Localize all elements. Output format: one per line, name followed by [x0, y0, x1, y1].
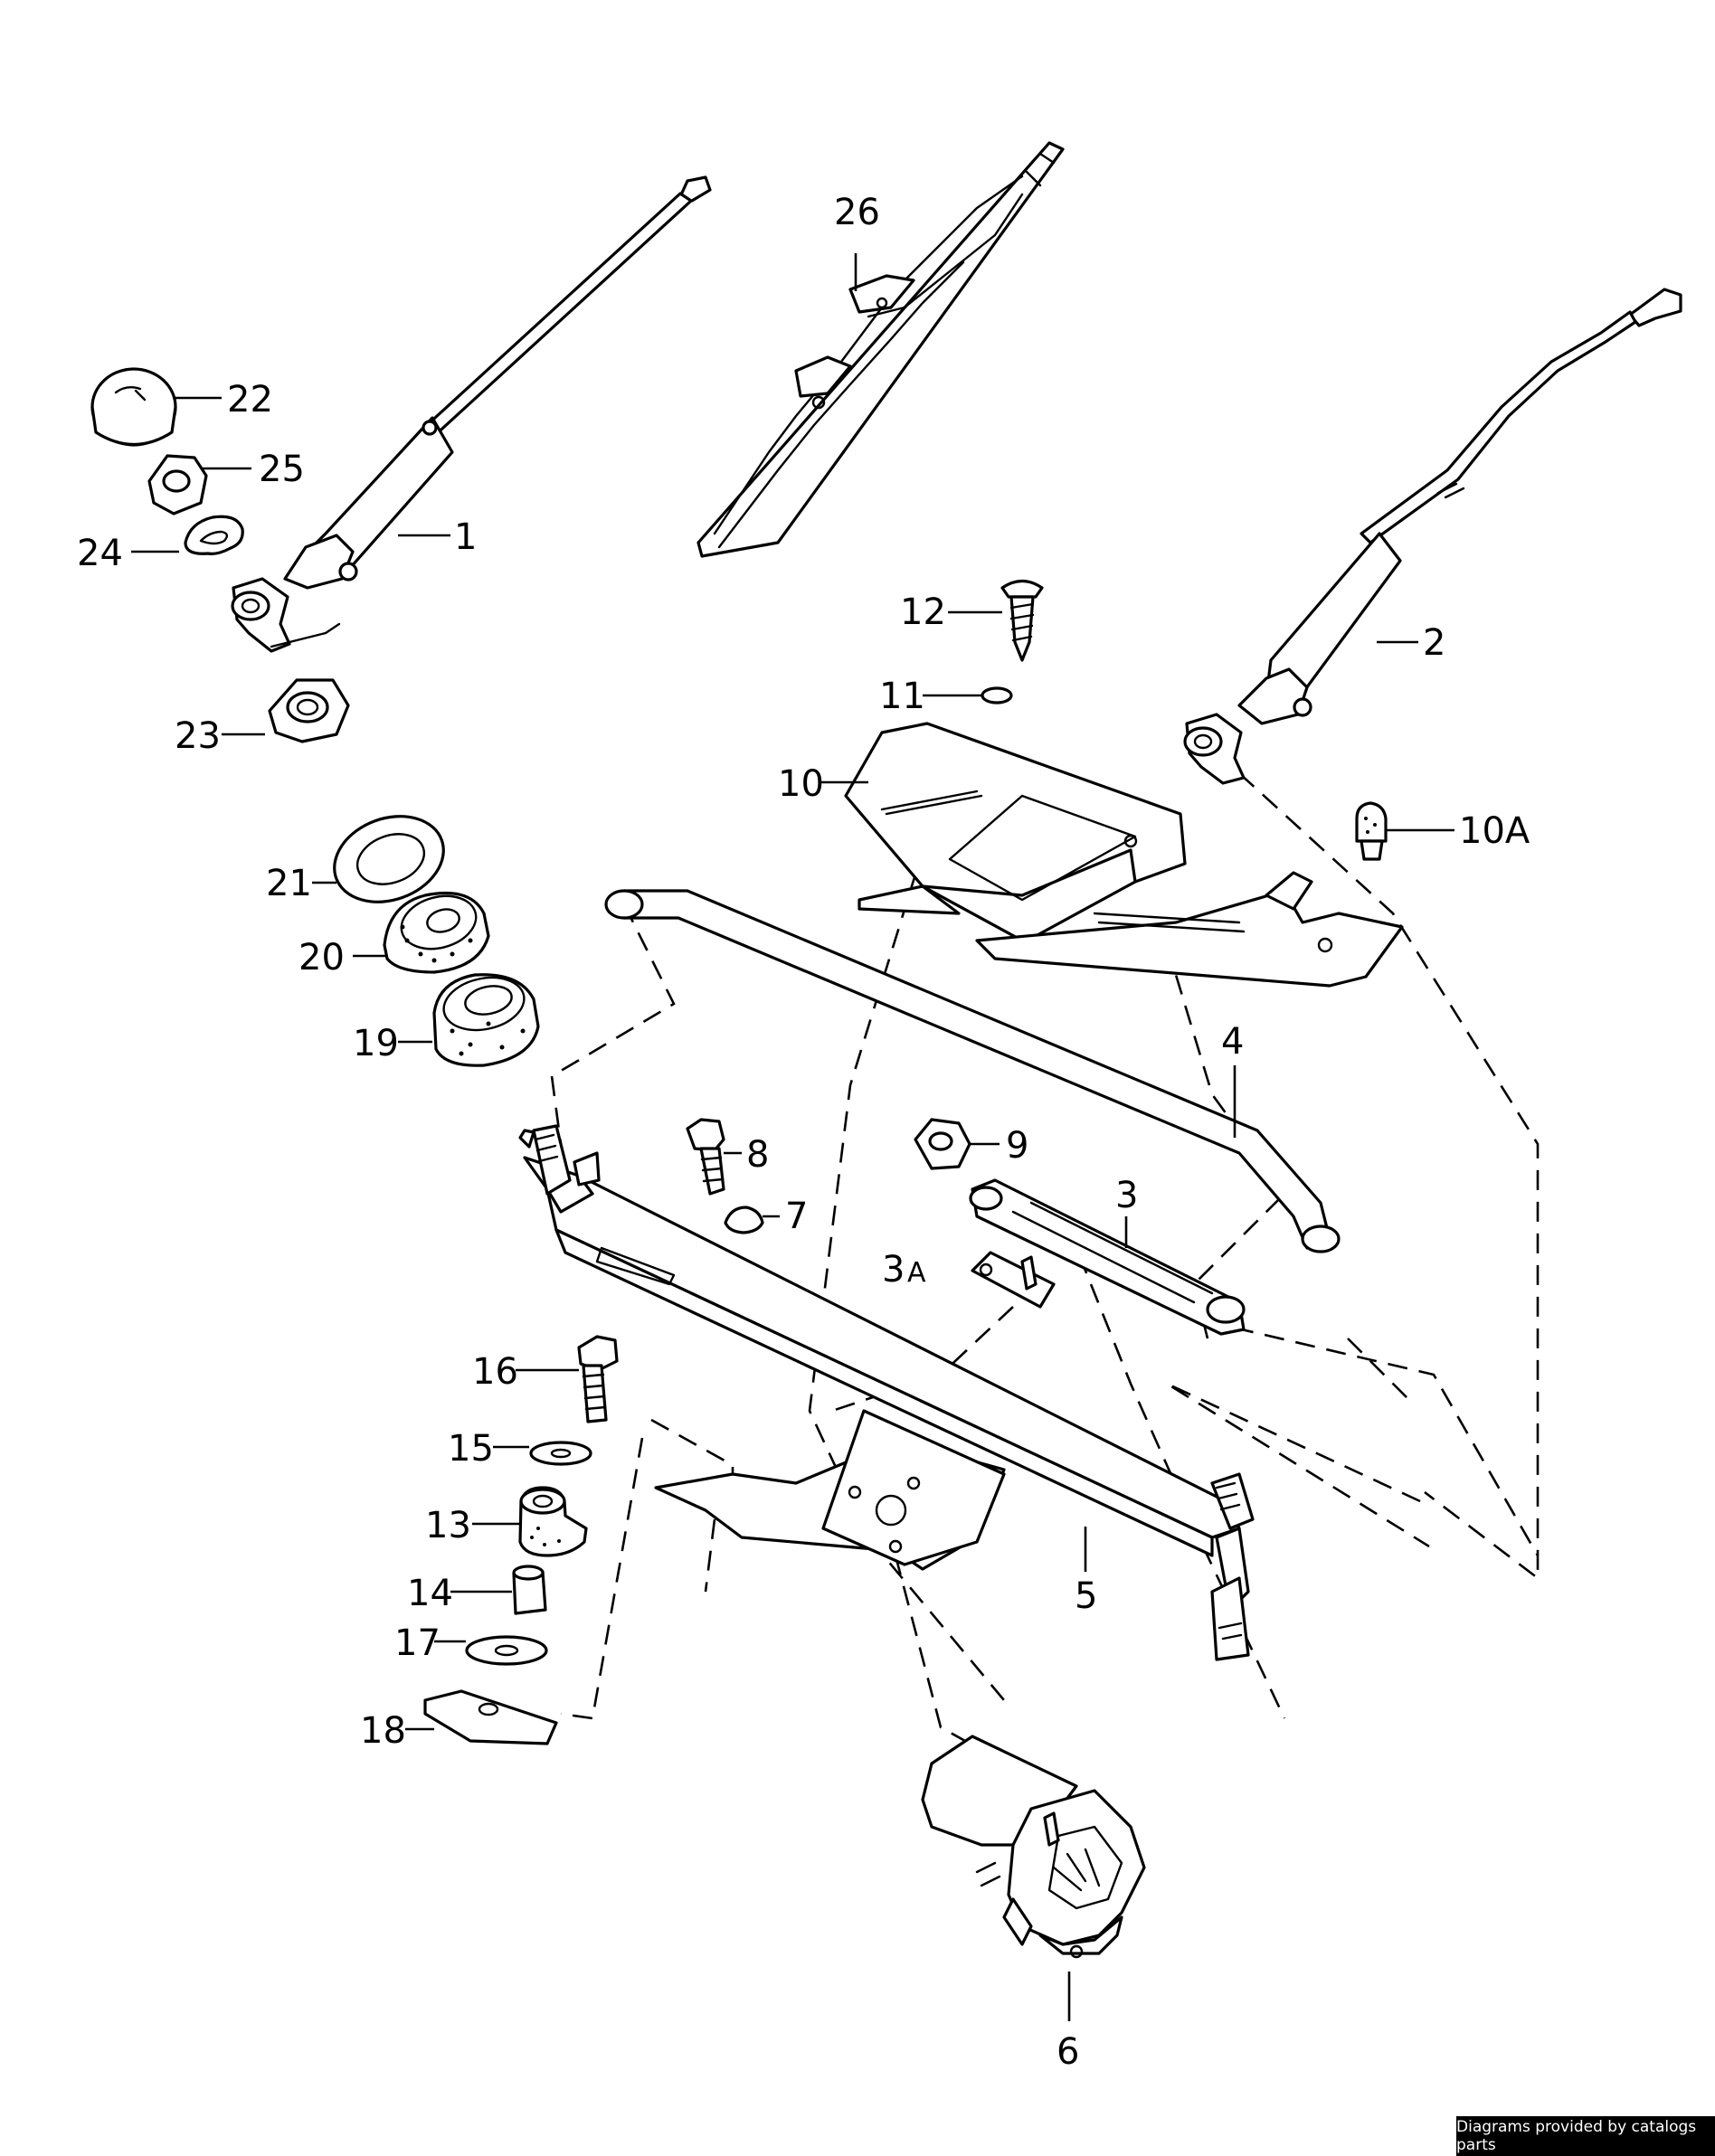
bolt-part-16: [577, 1335, 619, 1423]
callout-6: 6: [1056, 2031, 1079, 2073]
sleeve-part-14: [512, 1565, 547, 1615]
crank-link-part-3: [969, 1178, 1246, 1336]
washer-part-21: [333, 815, 445, 903]
wiper-motor-part-6: [921, 1735, 1146, 1959]
callout-5: 5: [1075, 1575, 1097, 1617]
washer-part-7: [724, 1206, 764, 1234]
wiper-frame-part-5: [518, 1124, 1255, 1661]
washer-part-17: [465, 1635, 548, 1666]
nut-part-25: [147, 454, 208, 515]
screw-part-12: [1000, 579, 1044, 662]
callout-12: 12: [900, 591, 946, 633]
bolt-part-8: [686, 1118, 725, 1196]
callout-4: 4: [1221, 1021, 1244, 1063]
callout-1: 1: [454, 516, 477, 558]
diagram-credit: Diagrams provided by catalogs parts: [1456, 2116, 1715, 2156]
seal-part-24: [184, 515, 244, 555]
callout-15: 15: [448, 1428, 494, 1470]
callout-20: 20: [298, 937, 345, 979]
plate-part-18: [423, 1689, 558, 1745]
callout-9: 9: [1006, 1125, 1028, 1167]
callout-21: 21: [266, 863, 312, 904]
callout-8: 8: [746, 1134, 769, 1176]
cap-part-22: [90, 367, 177, 447]
svg-text:A: A: [907, 1257, 926, 1289]
right-wiper-arm: [1183, 288, 1682, 785]
callout-17: 17: [394, 1622, 441, 1664]
callout-11: 11: [879, 676, 925, 717]
nut-part-9: [914, 1118, 971, 1170]
cover-part-10: [844, 722, 1404, 988]
svg-text:3: 3: [882, 1249, 905, 1291]
callout-24: 24: [77, 533, 123, 574]
callout-19: 19: [353, 1023, 399, 1064]
spacer-part-13: [518, 1486, 588, 1557]
linkage-rod-part-4: [604, 889, 1341, 1253]
callout-3a: 3 A: [882, 1249, 926, 1291]
callout-25: 25: [259, 449, 305, 490]
callout-14: 14: [407, 1573, 453, 1614]
callout-3: 3: [1115, 1175, 1138, 1216]
callout-16: 16: [472, 1351, 518, 1393]
callout-10: 10: [778, 763, 824, 805]
callout-13: 13: [425, 1505, 471, 1546]
hex-nut-part-23: [268, 678, 350, 743]
callout-23: 23: [175, 715, 221, 757]
grommet-part-20: [383, 891, 490, 974]
callout-18: 18: [360, 1710, 406, 1752]
leader-lines: [131, 253, 1454, 2021]
clip-part-10a: [1355, 801, 1388, 861]
washer-part-15: [529, 1441, 592, 1466]
callout-labels: 22 25 24 23 1 26 12 11 10 10A 2 21 20 19…: [77, 192, 1530, 2073]
left-wiper-arm: [231, 175, 712, 653]
washer-part-11: [981, 686, 1013, 704]
callout-26: 26: [834, 192, 880, 233]
callout-7: 7: [785, 1196, 808, 1237]
bushing-part-19: [432, 973, 540, 1067]
wiper-blade: [696, 141, 1065, 558]
bracket-part-3a: [971, 1251, 1056, 1309]
callout-10a: 10A: [1459, 810, 1530, 852]
callout-22: 22: [227, 379, 273, 421]
callout-2: 2: [1423, 622, 1445, 664]
